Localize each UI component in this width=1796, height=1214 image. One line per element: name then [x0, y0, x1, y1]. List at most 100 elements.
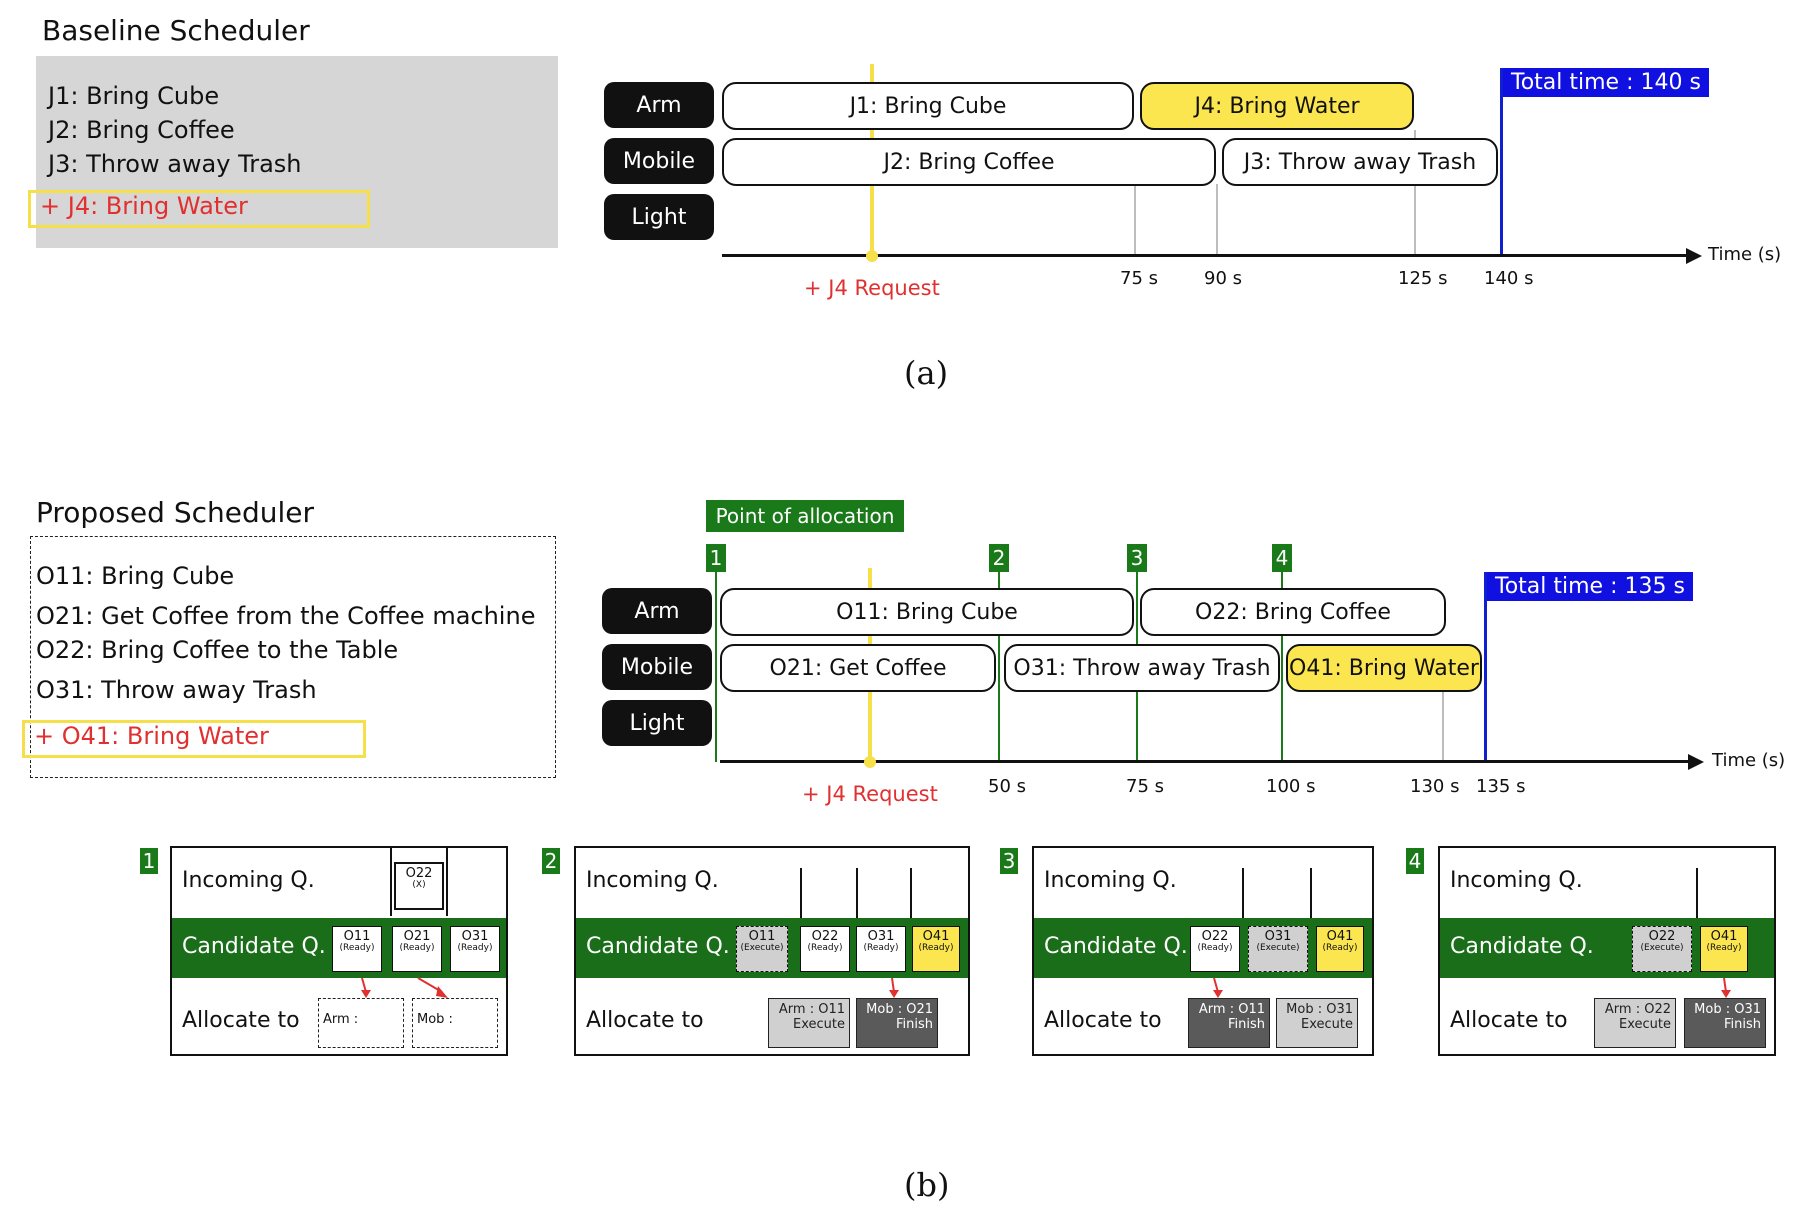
tick-140: 140 s: [1484, 268, 1534, 289]
op-id: O21: [403, 929, 431, 944]
axis-label-b: Time (s): [1712, 750, 1786, 771]
op-o22: O22: Bring Coffee to the Table: [36, 636, 399, 664]
incoming-separator: [910, 868, 912, 918]
tick-130: 130 s: [1410, 776, 1460, 797]
bar-o41: O41: Bring Water: [1286, 644, 1482, 692]
job-j3: J3: Throw away Trash: [48, 150, 302, 178]
op-o31: O31: Throw away Trash: [36, 676, 317, 704]
proposed-job-list: [30, 536, 556, 778]
allocate-label: Allocate to: [1044, 1008, 1162, 1033]
panel-4-number: 4: [1406, 848, 1424, 874]
gridline-90: [1216, 184, 1218, 254]
gridline-75: [1134, 184, 1136, 254]
alloc-text: Mob : O31: [1694, 1002, 1761, 1017]
candidate-label: Candidate Q.: [586, 934, 730, 959]
caption-b: (b): [904, 1166, 950, 1204]
op-state: (X): [412, 879, 426, 890]
bar-o22: O22: Bring Coffee: [1140, 588, 1446, 636]
alloc-mob: Mob :: [412, 998, 498, 1048]
bar-j4: J4: Bring Water: [1140, 82, 1414, 130]
new-op-highlight: [22, 720, 366, 758]
alloc-line-1: [715, 572, 717, 762]
job-j1: J1: Bring Cube: [48, 82, 220, 110]
alloc-status: Execute: [793, 1016, 845, 1032]
request-dot-b: [864, 756, 876, 768]
alloc-text: Mob : O31: [1286, 1002, 1353, 1017]
candidate-o31: O31 (Ready): [450, 926, 500, 972]
op-id: O41: [922, 929, 950, 944]
total-time-badge: Total time : 140 s: [1503, 68, 1709, 97]
op-id: O22: [1201, 929, 1229, 944]
alloc-arm: Arm :: [318, 998, 404, 1048]
incoming-separator: [390, 848, 392, 916]
incoming-separator: [800, 868, 802, 918]
tick-75-b: 75 s: [1126, 776, 1165, 797]
bar-o31: O31: Throw away Trash: [1004, 644, 1280, 692]
red-arrow-icon: [1721, 977, 1731, 998]
alloc-status: Execute: [1619, 1016, 1671, 1032]
op-state: (Ready): [918, 942, 954, 953]
candidate-o22: O22 (Ready): [1190, 926, 1240, 972]
alloc-status: Finish: [895, 1016, 933, 1032]
candidate-o41: O41 (Ready): [1700, 926, 1748, 972]
resource-arm-label-b: Arm: [602, 588, 712, 634]
candidate-o11: O11 (Execute): [736, 926, 788, 972]
candidate-label: Candidate Q.: [1044, 934, 1188, 959]
panel-1-number: 1: [140, 848, 158, 874]
incoming-separator: [446, 848, 448, 916]
panel-2-number: 2: [542, 848, 560, 874]
red-arrow-icon: [417, 977, 448, 998]
op-id: O11: [343, 929, 371, 944]
candidate-o21: O21 (Ready): [392, 926, 442, 972]
alloc-text: Arm : O11: [778, 1002, 845, 1017]
alloc-text: Arm : O11: [1198, 1002, 1265, 1017]
proposed-title: Proposed Scheduler: [36, 496, 314, 529]
incoming-o22: O22 (X): [394, 862, 444, 910]
total-time-marker-b: [1484, 572, 1487, 762]
allocate-label: Allocate to: [1450, 1008, 1568, 1033]
alloc-status: Execute: [1301, 1016, 1353, 1032]
bar-j2: J2: Bring Coffee: [722, 138, 1216, 186]
op-state: (Ready): [399, 942, 435, 953]
axis-arrowhead-b: [1688, 754, 1704, 770]
candidate-o22: O22 (Ready): [800, 926, 850, 972]
op-id: O31: [867, 929, 895, 944]
op-id: O22: [1648, 929, 1676, 944]
incoming-label: Incoming Q.: [1044, 868, 1177, 893]
alloc-line-2: [998, 572, 1000, 762]
bar-j3: J3: Throw away Trash: [1222, 138, 1498, 186]
candidate-row: Candidate Q. O11 (Ready) O21 (Ready) O31…: [172, 918, 506, 978]
incoming-label: Incoming Q.: [586, 868, 719, 893]
red-arrow-icon: [1213, 977, 1223, 998]
op-state: (Execute): [1256, 942, 1300, 953]
axis-label: Time (s): [1708, 244, 1782, 265]
baseline-job-list: J1: Bring Cube J2: Bring Coffee J3: Thro…: [36, 56, 558, 248]
incoming-label: Incoming Q.: [1450, 868, 1583, 893]
new-op-o41: + O41: Bring Water: [34, 722, 269, 750]
op-state: (Ready): [1322, 942, 1358, 953]
alloc-status: Finish: [1227, 1016, 1265, 1032]
op-id: O41: [1710, 929, 1738, 944]
tick-135: 135 s: [1476, 776, 1526, 797]
op-id: O31: [1264, 929, 1292, 944]
time-axis-b: [720, 760, 1690, 763]
tick-100: 100 s: [1266, 776, 1316, 797]
job-j2: J2: Bring Coffee: [48, 116, 235, 144]
candidate-o31: O31 (Ready): [856, 926, 906, 972]
panel-3-number: 3: [1000, 848, 1018, 874]
bar-o21: O21: Get Coffee: [720, 644, 996, 692]
candidate-o31: O31 (Execute): [1248, 926, 1308, 972]
op-state: (Ready): [457, 942, 493, 953]
candidate-o41: O41 (Ready): [912, 926, 960, 972]
op-state: (Ready): [339, 942, 375, 953]
time-axis: [722, 254, 1688, 257]
gridline-130: [1442, 690, 1444, 762]
op-id: O22: [811, 929, 839, 944]
queue-panel-4: Incoming Q. Candidate Q. O22 (Execute) O…: [1438, 846, 1776, 1056]
candidate-label: Candidate Q.: [1450, 934, 1594, 959]
